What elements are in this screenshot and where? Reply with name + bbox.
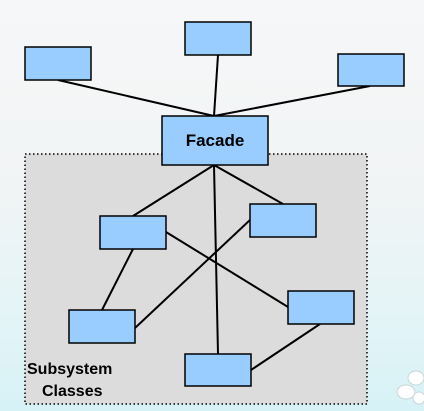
decorative-ornament-icon (396, 370, 424, 405)
subsystem-class-box-a (99, 215, 167, 250)
edge-facade-class-b (213, 164, 284, 205)
subsystem-label-line2: Classes (42, 383, 103, 400)
facade-label: Facade (186, 131, 245, 150)
edge-class-a-class-d (165, 231, 289, 308)
client-box-right (337, 53, 405, 87)
edge-client-left-facade (57, 79, 215, 117)
facade-box (161, 115, 269, 166)
subsystem-label-line1: Subsystem (27, 361, 112, 378)
edge-facade-class-e (213, 164, 219, 355)
client-box-left (24, 46, 92, 81)
edge-class-a-class-c (101, 248, 134, 311)
subsystem-class-box-d (287, 290, 355, 325)
subsystem-class-box-c (68, 309, 136, 344)
client-box-top (184, 21, 252, 56)
edge-client-right-facade (213, 85, 371, 117)
subsystem-class-box-b (249, 203, 317, 238)
edge-facade-class-a (132, 164, 215, 217)
edge-class-d-class-e (250, 323, 321, 371)
subsystem-class-box-e (184, 353, 252, 387)
edge-client-top-facade (213, 54, 219, 117)
edge-class-b-class-c (134, 219, 251, 329)
